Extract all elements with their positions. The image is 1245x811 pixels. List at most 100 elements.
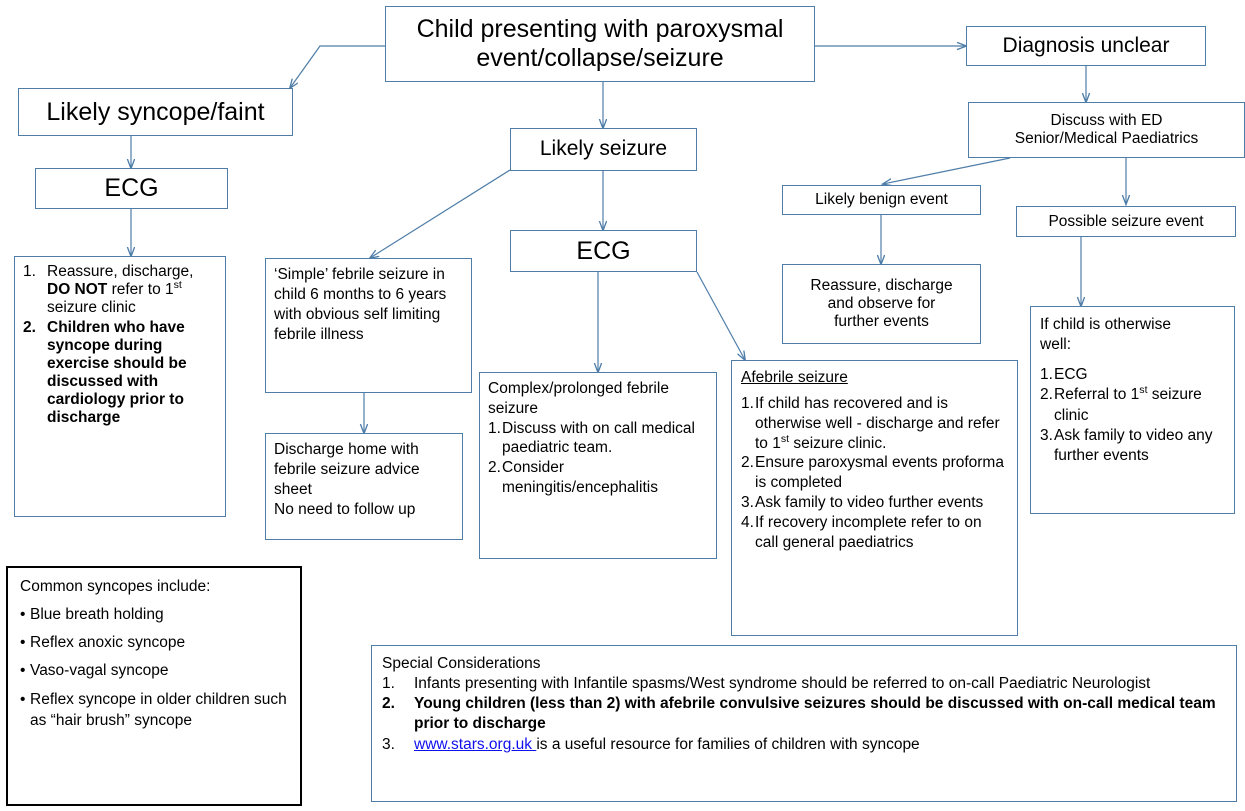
node-likely-benign[interactable]: Likely benign event xyxy=(782,185,981,215)
node-likely-seizure[interactable]: Likely seizure xyxy=(510,128,697,171)
list-item: • Reflex anoxic syncope xyxy=(20,634,288,652)
node-complex-febrile-heading: Complex/prolonged febrile seizure xyxy=(488,380,669,417)
node-discuss-ed-line1: Discuss with ED xyxy=(1050,112,1163,130)
node-ecg-left-label: ECG xyxy=(104,174,159,202)
node-if-well-heading-line1: If child is otherwise xyxy=(1040,316,1171,333)
note-special-considerations[interactable]: Special Considerations 1. Infants presen… xyxy=(371,645,1237,802)
link-seizure-to-simple-febrile xyxy=(370,169,511,258)
list-text: www.stars.org.uk is a useful resource fo… xyxy=(414,735,1226,755)
stars-link-suffix: is a useful resource for families of chi… xyxy=(536,735,920,753)
node-likely-syncope-label: Likely syncope/faint xyxy=(46,97,265,126)
list-text: If child has recovered and is otherwise … xyxy=(755,394,1000,452)
list-text: Ask family to video any further events xyxy=(1054,426,1213,464)
list-text: Ask family to video further events xyxy=(755,494,984,512)
list-text: Referral to 1st seizure clinic xyxy=(1054,384,1202,424)
node-discharge-home-line1: Discharge home with febrile seizure advi… xyxy=(274,441,420,499)
list-marker: 2. xyxy=(23,318,36,336)
node-afebrile-heading: Afebrile seizure xyxy=(741,369,848,386)
list-item: 1. Infants presenting with Infantile spa… xyxy=(382,674,1226,694)
list-marker: 1. xyxy=(23,263,36,280)
list-item: 2. Referral to 1st seizure clinic xyxy=(1040,385,1225,425)
list-text: Discuss with on call medical paediatric … xyxy=(502,419,695,457)
node-root-line2: event/collapse/seizure xyxy=(476,44,724,72)
list-item: 4. If recovery incomplete refer to on ca… xyxy=(741,513,1008,553)
node-diagnosis-unclear-label: Diagnosis unclear xyxy=(1002,33,1170,57)
node-likely-seizure-label: Likely seizure xyxy=(539,137,668,161)
stars-link[interactable]: www.stars.org.uk xyxy=(414,735,537,753)
list-marker: 2. xyxy=(488,459,501,477)
note-common-syncopes[interactable]: Common syncopes include: • Blue breath h… xyxy=(6,566,302,806)
list-text: Reflex syncope in older children such as… xyxy=(30,690,287,729)
node-simple-febrile-text: ‘Simple’ febrile seizure in child 6 mont… xyxy=(274,266,447,344)
node-afebrile-seizure[interactable]: Afebrile seizure 1. If child has recover… xyxy=(731,360,1018,636)
node-ecg-left[interactable]: ECG xyxy=(35,168,228,209)
node-discharge-home-line2: No need to follow up xyxy=(274,501,416,519)
node-reassure-observe[interactable]: Reassure, discharge and observe for furt… xyxy=(782,264,981,344)
list-marker: 4. xyxy=(741,513,754,531)
node-possible-seizure-label: Possible seizure event xyxy=(1048,212,1204,230)
list-marker: 1. xyxy=(1040,366,1053,384)
list-item: 2. Consider meningitis/encephalitis xyxy=(488,458,708,498)
list-text: Consider meningitis/encephalitis xyxy=(502,459,658,497)
node-reassure-line1: Reassure, discharge xyxy=(810,277,953,295)
list-marker: 2. xyxy=(741,454,754,472)
node-likely-syncope[interactable]: Likely syncope/faint xyxy=(18,88,293,136)
list-item: 3. Ask family to video further events xyxy=(741,493,1008,513)
node-complex-febrile[interactable]: Complex/prolonged febrile seizure 1. Dis… xyxy=(479,372,717,559)
list-marker: 3. xyxy=(382,735,395,753)
link-ecg-to-afebrile xyxy=(696,271,745,360)
list-item: • Vaso-vagal syncope xyxy=(20,662,288,680)
list-text: Ensure paroxysmal events proforma is com… xyxy=(755,454,1004,492)
list-text: If recovery incomplete refer to on call … xyxy=(755,513,982,551)
list-item: • Blue breath holding xyxy=(20,606,288,624)
list-item: 1. Discuss with on call medical paediatr… xyxy=(488,419,708,459)
list-text: Vaso-vagal syncope xyxy=(30,661,169,679)
node-reassure-line3: further events xyxy=(834,312,929,330)
node-diagnosis-unclear[interactable]: Diagnosis unclear xyxy=(966,26,1206,66)
node-ecg-mid-label: ECG xyxy=(576,236,631,265)
list-marker: 2. xyxy=(382,695,395,713)
node-likely-benign-label: Likely benign event xyxy=(815,191,948,209)
link-discuss-ed-to-benign xyxy=(883,157,1011,184)
list-item: 3. Ask family to video any further event… xyxy=(1040,426,1225,466)
list-marker: 3. xyxy=(741,494,754,512)
list-text: ECG xyxy=(1054,366,1088,384)
list-marker: 1. xyxy=(488,419,501,437)
list-text: Blue breath holding xyxy=(30,605,164,623)
list-marker: 1. xyxy=(382,675,395,693)
note-common-syncopes-heading: Common syncopes include: xyxy=(20,578,211,595)
node-if-child-well[interactable]: If child is otherwise well: 1. ECG 2. Re… xyxy=(1030,306,1235,514)
list-item: 2. Young children (less than 2) with afe… xyxy=(382,694,1226,734)
node-ecg-mid[interactable]: ECG xyxy=(510,230,697,272)
list-text: Reflex anoxic syncope xyxy=(30,633,186,651)
node-if-well-heading-line2: well: xyxy=(1040,336,1072,354)
list-marker: 3. xyxy=(1040,426,1053,444)
node-discharge-home[interactable]: Discharge home with febrile seizure advi… xyxy=(265,433,463,540)
list-item: 1. If child has recovered and is otherwi… xyxy=(741,394,1008,453)
special-considerations-heading: Special Considerations xyxy=(382,655,541,672)
node-discuss-ed-line2: Senior/Medical Paediatrics xyxy=(1014,130,1199,147)
bullet-icon: • xyxy=(20,661,26,679)
list-text: Young children (less than 2) with afebri… xyxy=(414,695,1216,733)
list-item: • Reflex syncope in older children such … xyxy=(20,690,288,732)
node-discuss-ed[interactable]: Discuss with ED Senior/Medical Paediatri… xyxy=(968,102,1245,158)
bullet-icon: • xyxy=(20,633,26,651)
link-root-to-syncope xyxy=(290,45,385,88)
node-syncope-actions[interactable]: 1. Reassure, discharge, DO NOT refer to … xyxy=(14,256,226,517)
list-item: 2. Ensure paroxysmal events proforma is … xyxy=(741,453,1008,493)
node-reassure-line2: and observe for xyxy=(827,295,936,313)
bullet-icon: • xyxy=(20,690,26,708)
list-item: 1. Reassure, discharge, DO NOT refer to … xyxy=(23,263,217,317)
node-simple-febrile[interactable]: ‘Simple’ febrile seizure in child 6 mont… xyxy=(265,258,472,393)
node-possible-seizure[interactable]: Possible seizure event xyxy=(1016,206,1236,237)
list-marker: 2. xyxy=(1040,386,1053,404)
node-root[interactable]: Child presenting with paroxysmal event/c… xyxy=(385,6,815,82)
list-text: Children who have syncope during exercis… xyxy=(47,318,187,426)
node-root-line1: Child presenting with paroxysmal xyxy=(416,15,784,43)
list-item: 1. ECG xyxy=(1040,365,1225,385)
list-marker: 1. xyxy=(741,394,754,412)
list-text: Infants presenting with Infantile spasms… xyxy=(414,675,1151,693)
bullet-icon: • xyxy=(20,605,26,623)
list-item: 3. www.stars.org.uk is a useful resource… xyxy=(382,735,1226,755)
